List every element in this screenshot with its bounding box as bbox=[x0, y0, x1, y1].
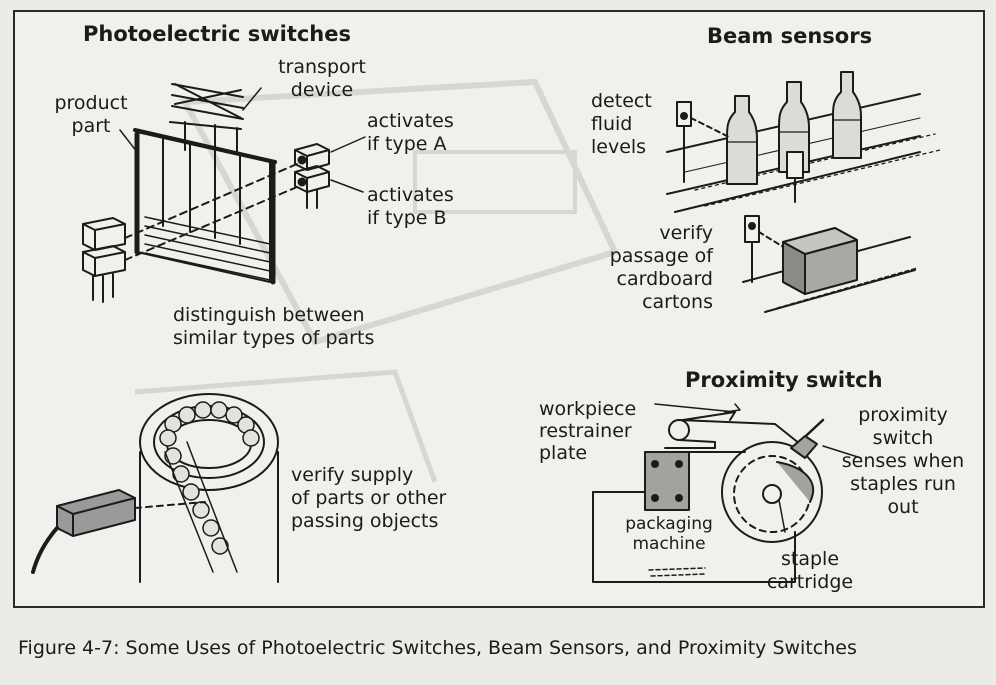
proximity-illustration bbox=[592, 403, 862, 583]
carton-conveyor-illustration bbox=[742, 215, 918, 313]
supply-illustration bbox=[31, 393, 279, 583]
transport-device-label: transport device bbox=[278, 56, 366, 101]
beam-sensors-heading: Beam sensors bbox=[707, 24, 873, 48]
proximity-switch-note: proximity switch senses when staples run… bbox=[841, 404, 965, 518]
figure-caption: Figure 4-7: Some Uses of Photoelectric S… bbox=[18, 637, 857, 659]
photoelectric-heading: Photoelectric switches bbox=[83, 22, 351, 46]
photoelectric-illustration bbox=[82, 83, 366, 303]
activates-type-a-label: activates if type A bbox=[367, 110, 454, 155]
diagram-artwork bbox=[31, 71, 941, 583]
verify-supply-label: verify supply of parts or other passing … bbox=[291, 464, 447, 532]
activates-type-b-label: activates if type B bbox=[367, 184, 454, 229]
staple-cartridge-label: staple cartridge bbox=[766, 548, 854, 593]
product-part-label: product part bbox=[54, 92, 128, 137]
proximity-heading: Proximity switch bbox=[685, 368, 883, 392]
figure-frame: Photoelectric switches transport device … bbox=[13, 10, 985, 608]
distinguish-label: distinguish between similar types of par… bbox=[173, 304, 375, 349]
packaging-machine-label: packaging machine bbox=[625, 514, 713, 554]
verify-passage-label: verify passage of cardboard cartons bbox=[609, 222, 713, 313]
workpiece-label: workpiece restrainer plate bbox=[539, 398, 637, 464]
bottle-conveyor-illustration bbox=[666, 71, 941, 213]
detect-fluid-label: detect fluid levels bbox=[591, 90, 652, 158]
